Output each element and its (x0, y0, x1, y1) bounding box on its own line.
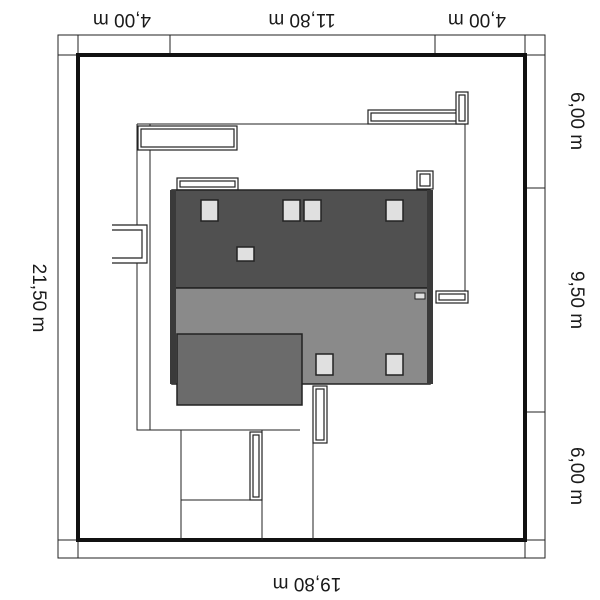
dim-left: 21,50 m (28, 264, 49, 333)
roof-window (303, 199, 322, 222)
dim-right-bottom: 6,00 m (566, 447, 587, 505)
dim-top-right: 4,00 m (448, 9, 506, 30)
dim-top-left: 4,00 m (93, 9, 151, 30)
dim-right-middle: 9,50 m (566, 271, 587, 329)
outdoor-elements (112, 91, 469, 501)
roof-window (200, 199, 219, 222)
roof-window (385, 199, 404, 222)
dim-bottom: 19,80 m (273, 573, 342, 594)
roof-garage (176, 333, 303, 406)
roof-window (315, 353, 334, 376)
roof-windows (200, 199, 404, 376)
dim-top-middle: 11,80 m (268, 9, 335, 30)
driveway (180, 430, 314, 540)
roof-window (236, 246, 255, 262)
plot-boundary (76, 53, 527, 542)
roof-window (282, 199, 301, 222)
roof-window (385, 353, 404, 376)
dim-right-top: 6,00 m (566, 92, 587, 150)
